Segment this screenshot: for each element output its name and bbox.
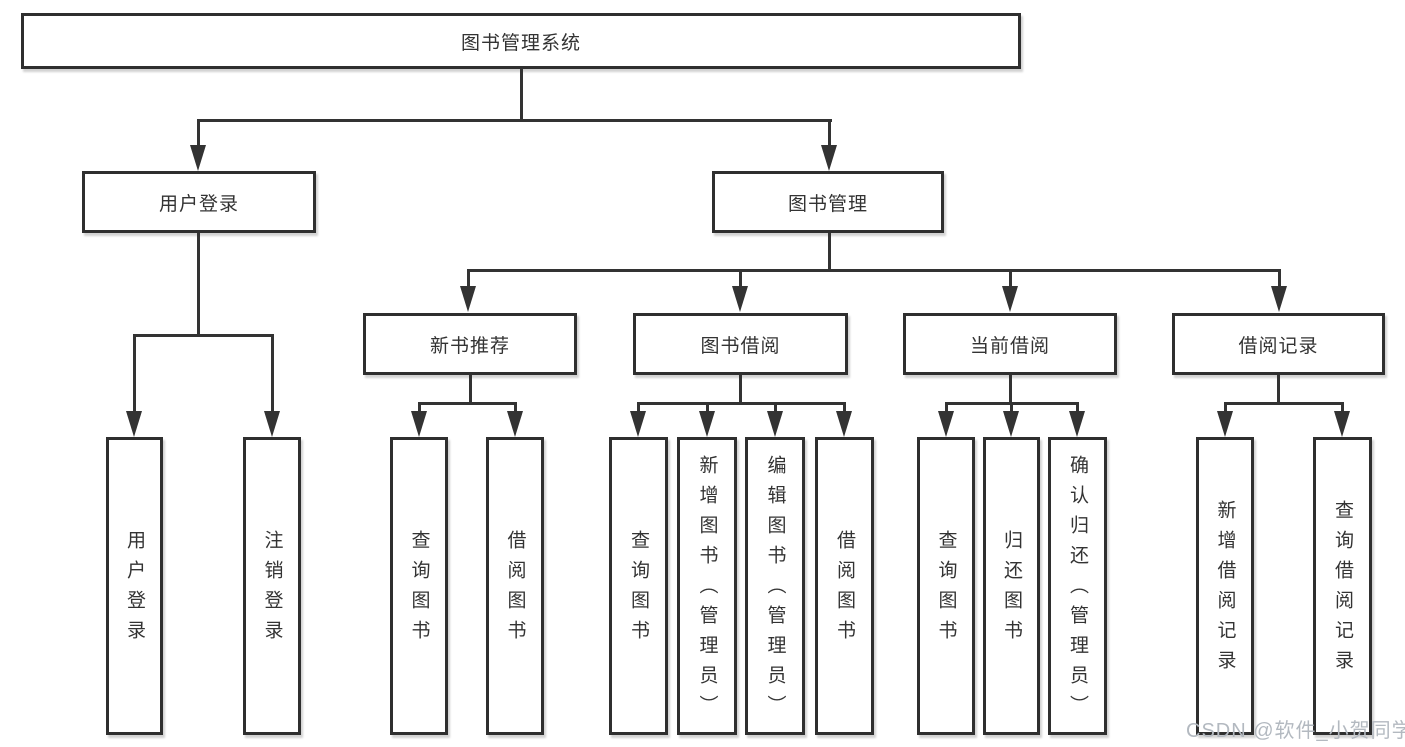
arrowhead-book-borrowing bbox=[732, 286, 748, 312]
connector-new-book-trunk bbox=[469, 375, 472, 405]
connector-drop bbox=[418, 402, 421, 414]
arrowhead-leaf-logout bbox=[264, 411, 280, 437]
arrowhead-new-book bbox=[460, 286, 476, 312]
arrowhead bbox=[1334, 411, 1350, 437]
connector-new-book-branch bbox=[418, 402, 517, 405]
connector-drop-borrowing-records bbox=[1278, 269, 1281, 287]
node-user-login: 用户登录 bbox=[82, 171, 316, 233]
leaf-borrow-books-borrowing: 借阅图书 bbox=[815, 437, 874, 735]
leaf-query-books-borrowing: 查询图书 bbox=[609, 437, 668, 735]
connector-drop-book-borrowing bbox=[739, 269, 742, 287]
connector-root-branch bbox=[197, 119, 832, 122]
connector-user-login-branch bbox=[133, 334, 274, 337]
leaf-query-books-current: 查询图书 bbox=[917, 437, 975, 735]
connector-borrowing-records-trunk bbox=[1277, 375, 1280, 405]
connector-drop bbox=[637, 402, 640, 414]
node-book-management: 图书管理 bbox=[712, 171, 944, 233]
connector-book-borrowing-trunk bbox=[739, 375, 742, 405]
connector-user-login-trunk bbox=[197, 233, 200, 337]
node-current-borrowing: 当前借阅 bbox=[903, 313, 1117, 375]
connector-drop bbox=[1341, 402, 1344, 414]
connector-drop-current-borrowing bbox=[1009, 269, 1012, 287]
leaf-edit-book-admin: 编辑图书（管理员） bbox=[745, 437, 805, 735]
arrowhead bbox=[836, 411, 852, 437]
arrowhead bbox=[1217, 411, 1233, 437]
leaf-user-login: 用户登录 bbox=[106, 437, 163, 735]
connector-drop bbox=[774, 402, 777, 414]
leaf-logout: 注销登录 bbox=[243, 437, 301, 735]
connector-drop bbox=[1224, 402, 1227, 414]
arrowhead bbox=[1069, 411, 1085, 437]
arrowhead bbox=[767, 411, 783, 437]
connector-borrowing-records-branch bbox=[1224, 402, 1344, 405]
connector-book-management-trunk bbox=[828, 233, 831, 272]
csdn-watermark: CSDN @软件_小贺同学 bbox=[1186, 720, 1405, 742]
node-borrowing-records: 借阅记录 bbox=[1172, 313, 1385, 375]
connector-drop bbox=[514, 402, 517, 414]
arrowhead-leaf-user-login bbox=[126, 411, 142, 437]
arrowhead bbox=[938, 411, 954, 437]
arrowhead-borrowing-records bbox=[1271, 286, 1287, 312]
leaf-query-books-recommend: 查询图书 bbox=[390, 437, 448, 735]
arrowhead-user-login bbox=[190, 145, 206, 171]
connector-drop-leaf-user-login bbox=[133, 334, 136, 414]
leaf-query-borrow-record: 查询借阅记录 bbox=[1313, 437, 1372, 735]
arrowhead bbox=[699, 411, 715, 437]
node-book-borrowing: 图书借阅 bbox=[633, 313, 848, 375]
connector-book-borrowing-branch bbox=[637, 402, 846, 405]
connector-drop bbox=[706, 402, 709, 414]
connector-drop-leaf-logout bbox=[271, 334, 274, 414]
arrowhead bbox=[411, 411, 427, 437]
leaf-return-book: 归还图书 bbox=[983, 437, 1040, 735]
arrowhead-current-borrowing bbox=[1002, 286, 1018, 312]
connector-drop-user-login bbox=[197, 119, 200, 149]
arrowhead bbox=[1003, 411, 1019, 437]
arrowhead bbox=[507, 411, 523, 437]
connector-drop bbox=[843, 402, 846, 414]
connector-book-management-branch bbox=[467, 269, 1281, 272]
connector-current-borrowing-trunk bbox=[1009, 375, 1012, 405]
node-library-management-system: 图书管理系统 bbox=[21, 13, 1021, 69]
connector-drop-new-book bbox=[467, 269, 470, 287]
connector-drop bbox=[1010, 402, 1013, 414]
leaf-add-book-admin: 新增图书（管理员） bbox=[677, 437, 737, 735]
arrowhead bbox=[630, 411, 646, 437]
connector-drop bbox=[1076, 402, 1079, 414]
node-new-book-recommendation: 新书推荐 bbox=[363, 313, 577, 375]
leaf-add-borrow-record: 新增借阅记录 bbox=[1196, 437, 1254, 735]
connector-drop-book-management bbox=[828, 119, 831, 149]
connector-drop bbox=[945, 402, 948, 414]
leaf-borrow-books-recommend: 借阅图书 bbox=[486, 437, 544, 735]
arrowhead-book-management bbox=[821, 145, 837, 171]
leaf-confirm-return-admin: 确认归还（管理员） bbox=[1048, 437, 1107, 735]
connector-root-trunk bbox=[520, 68, 523, 122]
